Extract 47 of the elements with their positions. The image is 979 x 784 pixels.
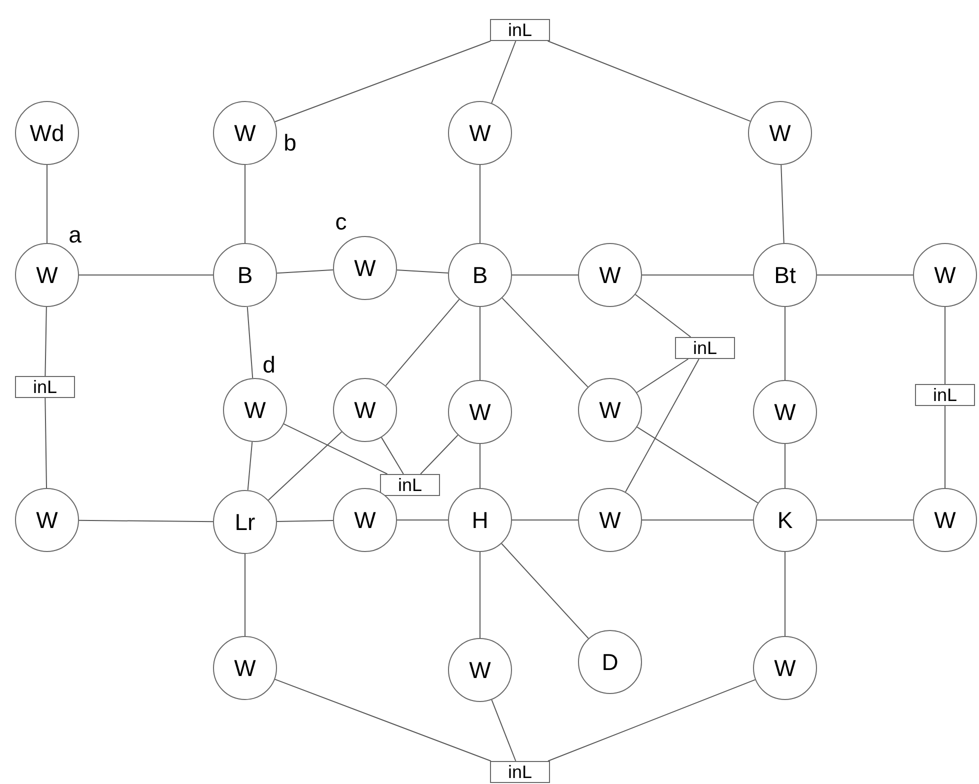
connector-line (396, 269, 449, 274)
connector-line (274, 40, 492, 122)
connector-line (247, 441, 253, 491)
connector-line (816, 274, 914, 276)
connector-line (276, 269, 334, 274)
rect-node: inL (675, 337, 735, 359)
connector-line (944, 406, 946, 488)
connector-line (636, 426, 758, 504)
connector-line (420, 434, 458, 474)
connector-line (244, 554, 246, 636)
connector-line (491, 40, 516, 104)
connector-line (512, 274, 578, 276)
callout-letter: b (284, 132, 296, 154)
connector-line (78, 520, 214, 522)
connector-line (502, 298, 588, 388)
connector-line (784, 306, 786, 380)
connector-line (380, 436, 404, 474)
connector-line (78, 274, 214, 276)
connector-line (784, 444, 786, 488)
connector-line (491, 699, 516, 762)
callout-letter: d (262, 354, 276, 376)
rect-node: inL (915, 384, 975, 406)
connector-line (944, 306, 946, 384)
connector-line (548, 679, 756, 762)
rect-node: inL (490, 19, 550, 41)
connector-line (385, 298, 460, 386)
callout-letter: c (335, 210, 347, 234)
connector-line (634, 294, 692, 338)
rect-node: inL (490, 761, 550, 783)
connector-line (268, 431, 342, 501)
connector-line (784, 552, 786, 636)
connector-line (636, 358, 689, 393)
rect-node: inL (380, 474, 440, 496)
connector-line (44, 398, 48, 488)
connector-line (780, 164, 784, 244)
connector-line (246, 306, 254, 379)
connector-line (547, 40, 751, 122)
connector-line (642, 274, 754, 276)
rect-node: inL (15, 376, 75, 398)
connector-line (46, 164, 48, 244)
connector-line (274, 678, 492, 762)
connector-line (283, 423, 388, 474)
connector-line (244, 164, 246, 244)
connector-line (501, 543, 589, 639)
connector-line (624, 358, 700, 492)
connector-line (44, 306, 47, 376)
connector-line (276, 520, 334, 522)
